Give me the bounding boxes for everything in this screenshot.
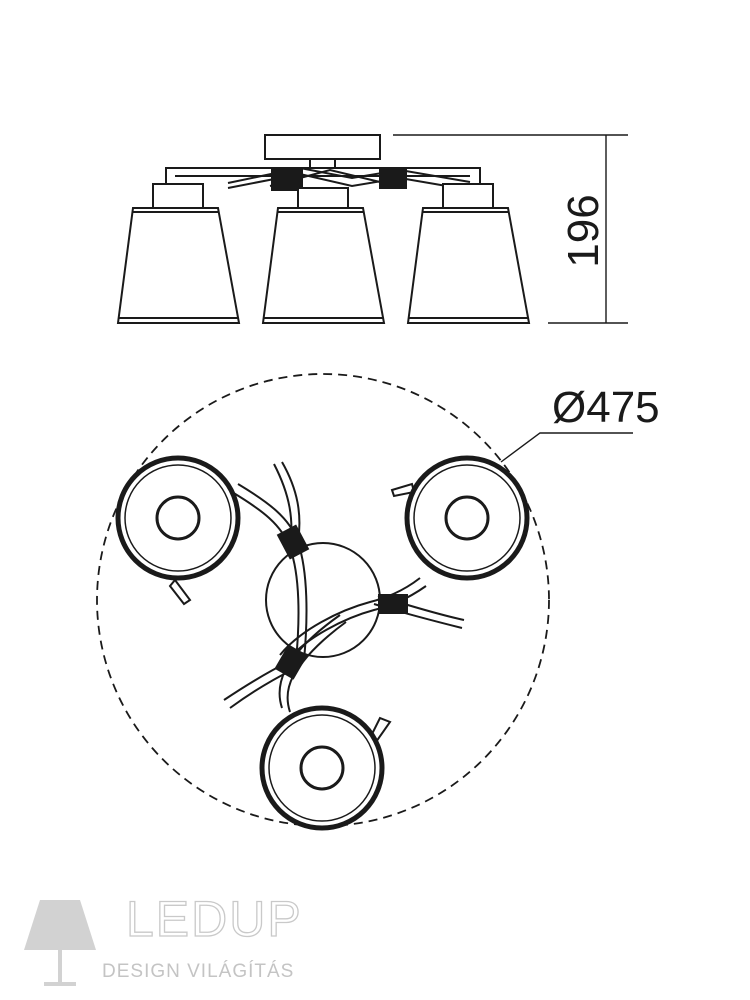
bulb-socket xyxy=(155,495,201,541)
brand-name: LEDUP xyxy=(125,891,303,947)
canopy xyxy=(264,134,381,160)
arm-collar xyxy=(379,167,407,189)
shade-inner-ring xyxy=(124,464,232,572)
bulb-socket xyxy=(299,745,345,791)
diameter-leader xyxy=(500,432,633,463)
diameter-dimension-label: Ø475 xyxy=(552,383,660,432)
arm-collar xyxy=(271,167,303,191)
side-view xyxy=(116,134,531,324)
lamp-shade-center xyxy=(261,207,386,324)
lamp-holder xyxy=(152,183,204,209)
lamp-shade-right xyxy=(406,207,531,324)
height-dimension-label: 196 xyxy=(559,194,608,267)
brand-tagline: DESIGN VILÁGÍTÁS xyxy=(102,961,295,982)
diameter-outline xyxy=(96,373,550,827)
shade-top-left xyxy=(115,455,241,581)
arm-collar xyxy=(276,524,310,560)
shade-right xyxy=(404,455,530,581)
arm-collar xyxy=(274,644,308,680)
shade-bottom xyxy=(259,705,385,831)
lamp-shade-left xyxy=(116,207,241,324)
brand-block: LEDUP DESIGN VILÁGÍTÁS xyxy=(16,890,316,990)
top-view xyxy=(96,373,633,831)
arm-collar xyxy=(378,594,408,614)
height-dimension xyxy=(393,134,628,324)
bulb-socket xyxy=(444,495,490,541)
lamp-holder xyxy=(442,183,494,209)
brand-lamp-logo xyxy=(24,900,96,986)
arm-collars xyxy=(274,524,408,680)
shade-inner-ring xyxy=(413,464,521,572)
lamp-holder xyxy=(297,187,349,209)
shade-inner-ring xyxy=(268,714,376,822)
